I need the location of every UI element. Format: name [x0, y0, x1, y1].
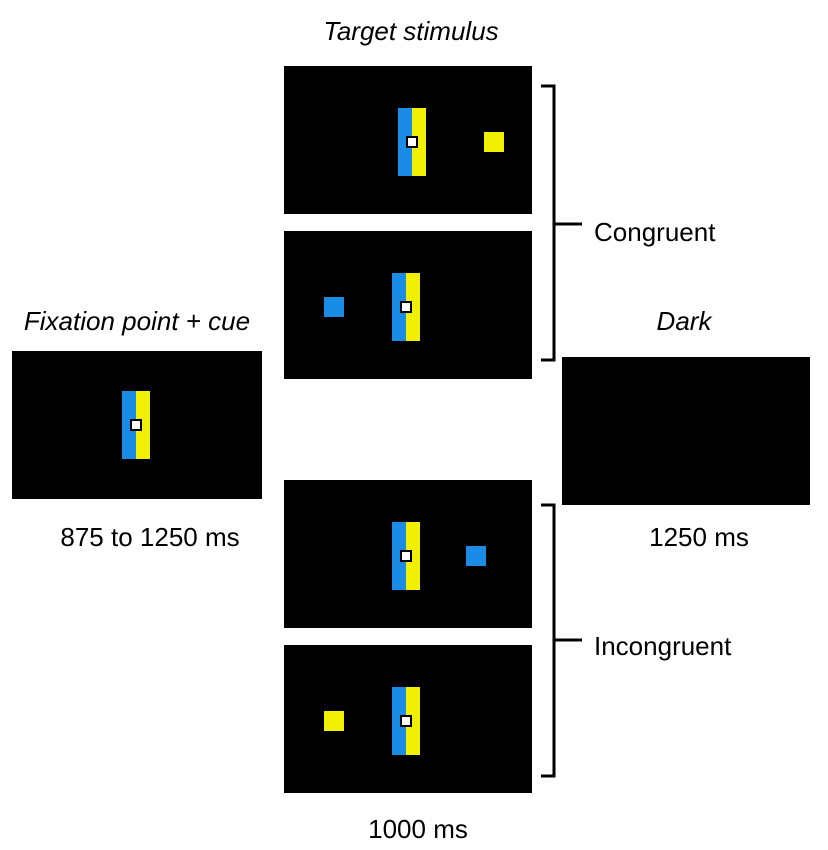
- target-duration: 1000 ms: [368, 814, 468, 844]
- cue-yellow-half: [406, 522, 420, 590]
- target-panel-incongruent-2: [284, 645, 532, 793]
- cue-yellow-half: [406, 687, 420, 755]
- dark-title: Dark: [656, 306, 712, 336]
- cue-bar: [392, 687, 420, 755]
- fixation-point: [400, 301, 412, 313]
- cue-yellow-half: [406, 273, 420, 341]
- fixation-point: [400, 550, 412, 562]
- cue-blue-half: [392, 273, 406, 341]
- cue-blue-half: [392, 687, 406, 755]
- incongruent-bracket: [541, 503, 556, 778]
- target-square-blue: [466, 546, 486, 566]
- target-panel-incongruent-1: [284, 480, 532, 628]
- target-square-yellow: [324, 711, 344, 731]
- fixation-point: [406, 136, 418, 148]
- cue-bar: [392, 522, 420, 590]
- cue-yellow-half: [412, 108, 426, 176]
- cue-blue-half: [392, 522, 406, 590]
- target-stimulus-title: Target stimulus: [323, 16, 499, 46]
- target-panel-congruent-1: [284, 66, 532, 214]
- congruent-bracket: [541, 84, 556, 362]
- cue-bar: [392, 273, 420, 341]
- dark-panel: [562, 357, 810, 505]
- cue-bar: [122, 391, 150, 459]
- fixation-title: Fixation point + cue: [23, 306, 251, 336]
- dark-duration: 1250 ms: [649, 522, 749, 552]
- cue-yellow-half: [136, 391, 150, 459]
- fixation-panel: [12, 351, 262, 499]
- cue-blue-half: [398, 108, 412, 176]
- target-square-yellow: [484, 132, 504, 152]
- fixation-point: [400, 715, 412, 727]
- target-square-blue: [324, 297, 344, 317]
- cue-bar: [398, 108, 426, 176]
- fixation-duration: 875 to 1250 ms: [60, 522, 240, 552]
- congruent-label: Congruent: [594, 217, 716, 247]
- cue-blue-half: [122, 391, 136, 459]
- incongruent-label: Incongruent: [594, 631, 732, 661]
- target-panel-congruent-2: [284, 231, 532, 379]
- fixation-point: [130, 419, 142, 431]
